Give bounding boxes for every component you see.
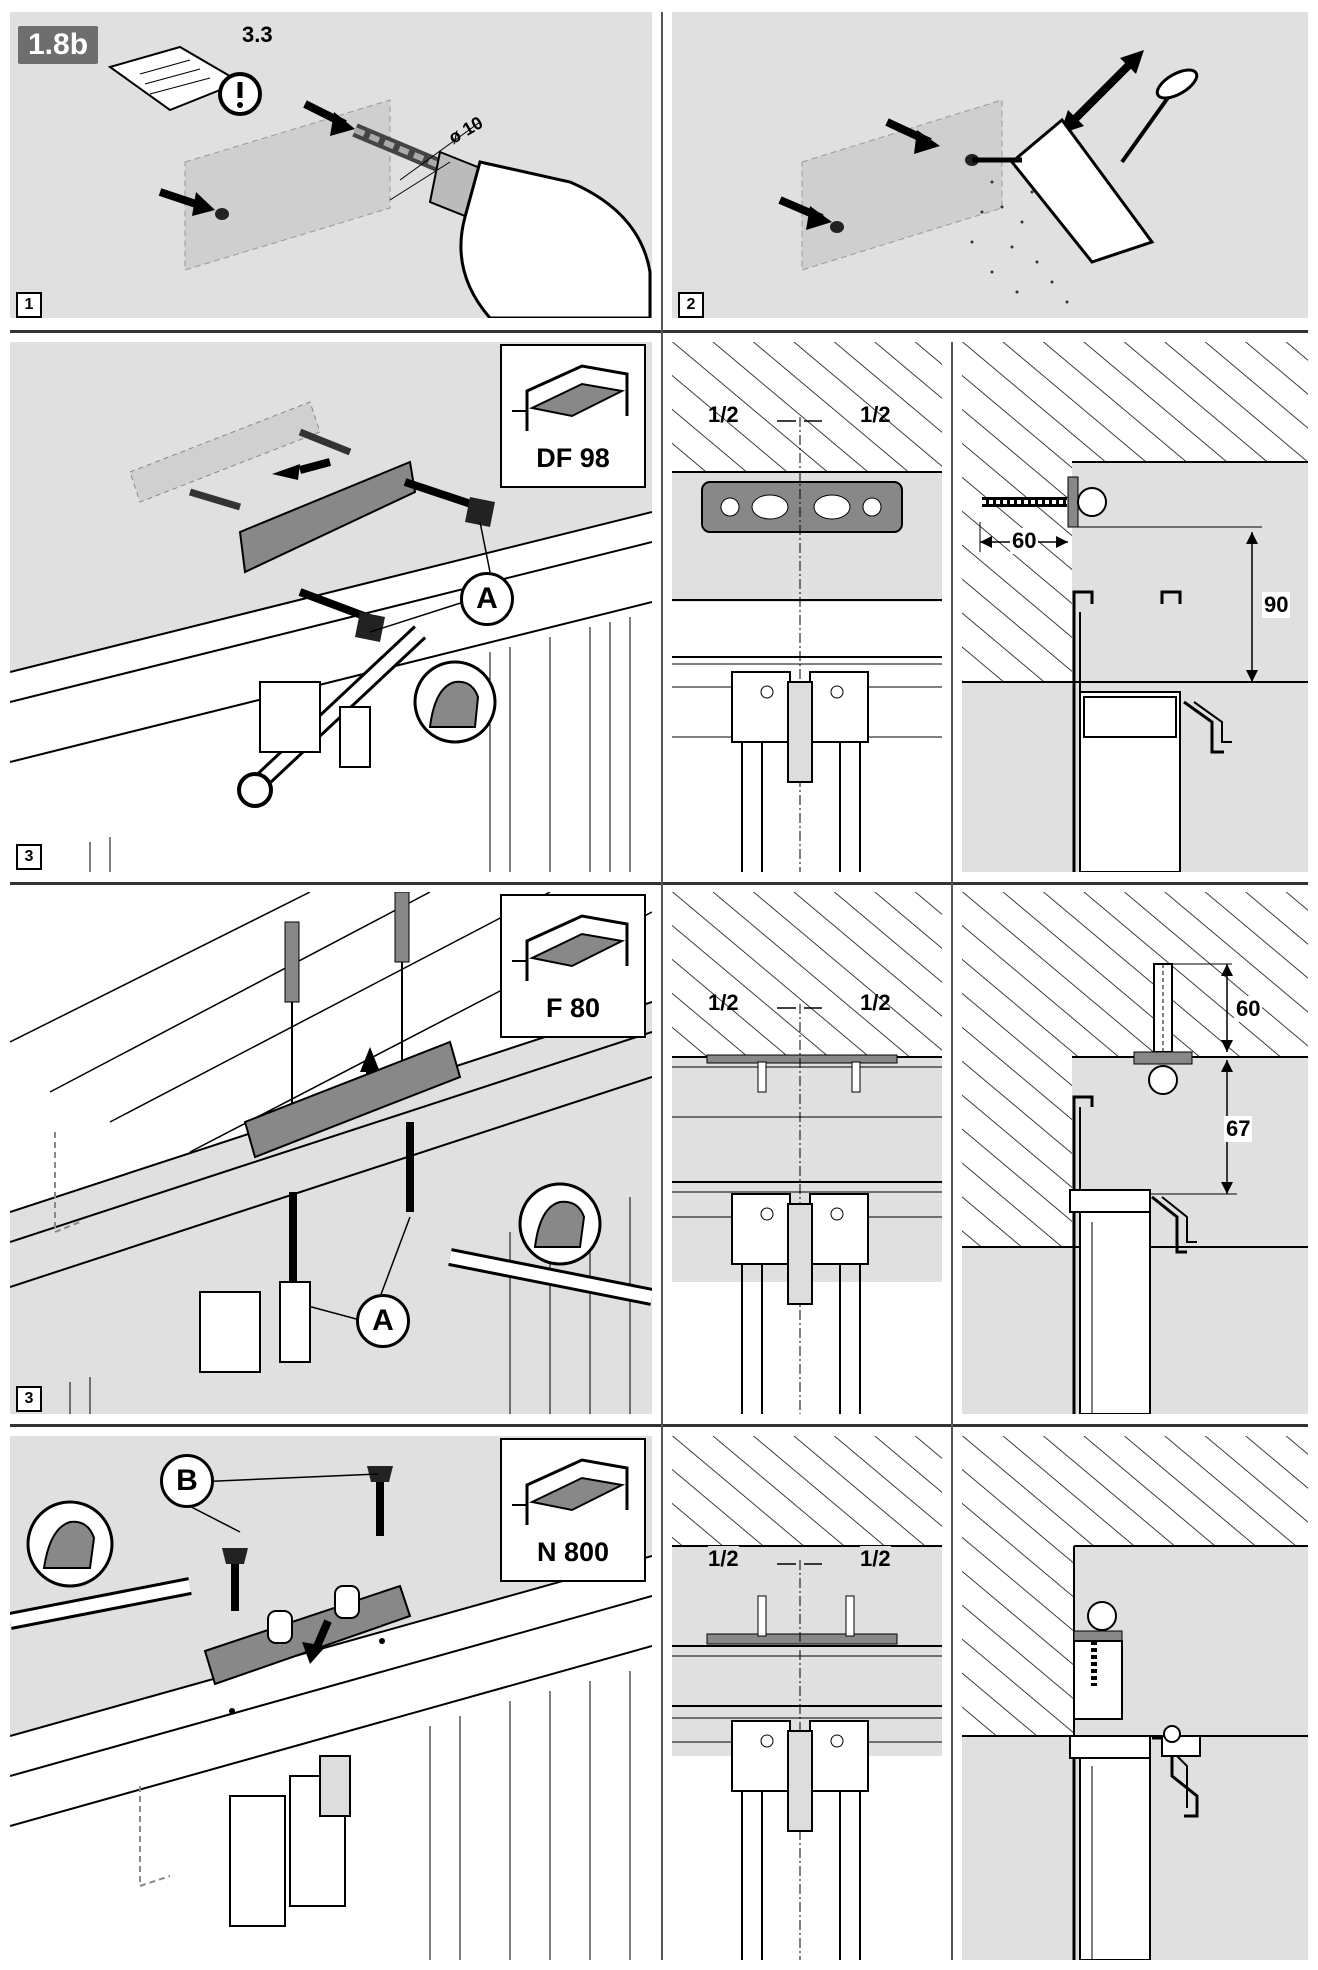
n800-front-section <box>672 1436 942 1960</box>
dim-half-left-f80: 1/2 <box>708 990 739 1015</box>
dim-60-f80: 60 <box>1234 996 1263 1022</box>
panel-step-2-cleaning: 2 <box>672 12 1308 318</box>
df98-side-section <box>962 342 1308 872</box>
f80-assembly-illustration <box>10 892 652 1414</box>
profile-label-n800: N 800 <box>536 1537 610 1567</box>
profile-label-f80: F 80 <box>545 993 601 1023</box>
panel-n800-front-view: 1/2 1/2 <box>672 1436 942 1960</box>
ceiling-profile-icon <box>512 914 629 981</box>
column-divider-2 <box>951 342 953 1960</box>
manual-reference: 3.3 <box>242 22 273 47</box>
dim-half-left-n800: 1/2 <box>708 1546 739 1572</box>
df98-front-section <box>672 342 942 872</box>
panel-n800-side-view <box>962 1436 1308 1960</box>
column-divider-1 <box>661 12 663 1960</box>
step-number-3-df98: 3 <box>16 844 42 870</box>
callout-a-f80: A <box>356 1294 410 1348</box>
dim-67-f80: 67 <box>1224 1116 1253 1142</box>
dim-half-right-n800: 1/2 <box>860 1546 891 1572</box>
step-number-2: 2 <box>678 292 704 318</box>
step-number-3-f80: 3 <box>16 1386 42 1412</box>
callout-b-n800: B <box>160 1454 214 1508</box>
n800-side-section <box>962 1436 1308 1960</box>
drilling-illustration <box>107 45 652 318</box>
ceiling-profile-icon <box>512 364 629 431</box>
row-divider-2 <box>10 882 1308 885</box>
panel-df98-front-view: 1/2 1/2 <box>672 342 942 872</box>
dim-60-df98: 60 <box>1010 528 1039 554</box>
panel-f80-assembly: F 80 A 3 <box>10 892 652 1414</box>
row-divider-3 <box>10 1424 1308 1427</box>
callout-a-df98: A <box>460 572 514 626</box>
step-number-1: 1 <box>16 292 42 318</box>
f80-front-section <box>672 892 942 1414</box>
dust-particles <box>970 180 1069 304</box>
dim-half-right-df98: 1/2 <box>860 402 891 427</box>
blowout-illustration <box>778 50 1199 304</box>
step-badge: 1.8b <box>18 26 99 64</box>
panel-f80-front-view: 1/2 1/2 <box>672 892 942 1414</box>
panel-df98-side-view: 60 90 <box>962 342 1308 872</box>
panel-f80-side-view: 60 67 <box>962 892 1308 1414</box>
f80-side-section <box>962 892 1308 1414</box>
ceiling-profile-icon <box>512 1458 629 1525</box>
profile-box-f80: F 80 <box>500 894 646 1038</box>
panel-df98-assembly: DF 98 A 3 <box>10 342 652 872</box>
panel-n800-assembly: N 800 B <box>10 1436 652 1960</box>
row-divider-1 <box>10 330 1308 333</box>
profile-label-df98: DF 98 <box>536 443 610 473</box>
dim-half-right-f80: 1/2 <box>860 990 891 1015</box>
profile-box-df98: DF 98 <box>500 344 646 488</box>
profile-box-n800: N 800 <box>500 1438 646 1582</box>
dim-half-left-df98: 1/2 <box>708 402 739 427</box>
dim-90-df98: 90 <box>1262 592 1291 618</box>
panel-step-1-drilling: 1.8b 3.3 ø 10 1 <box>10 12 652 318</box>
